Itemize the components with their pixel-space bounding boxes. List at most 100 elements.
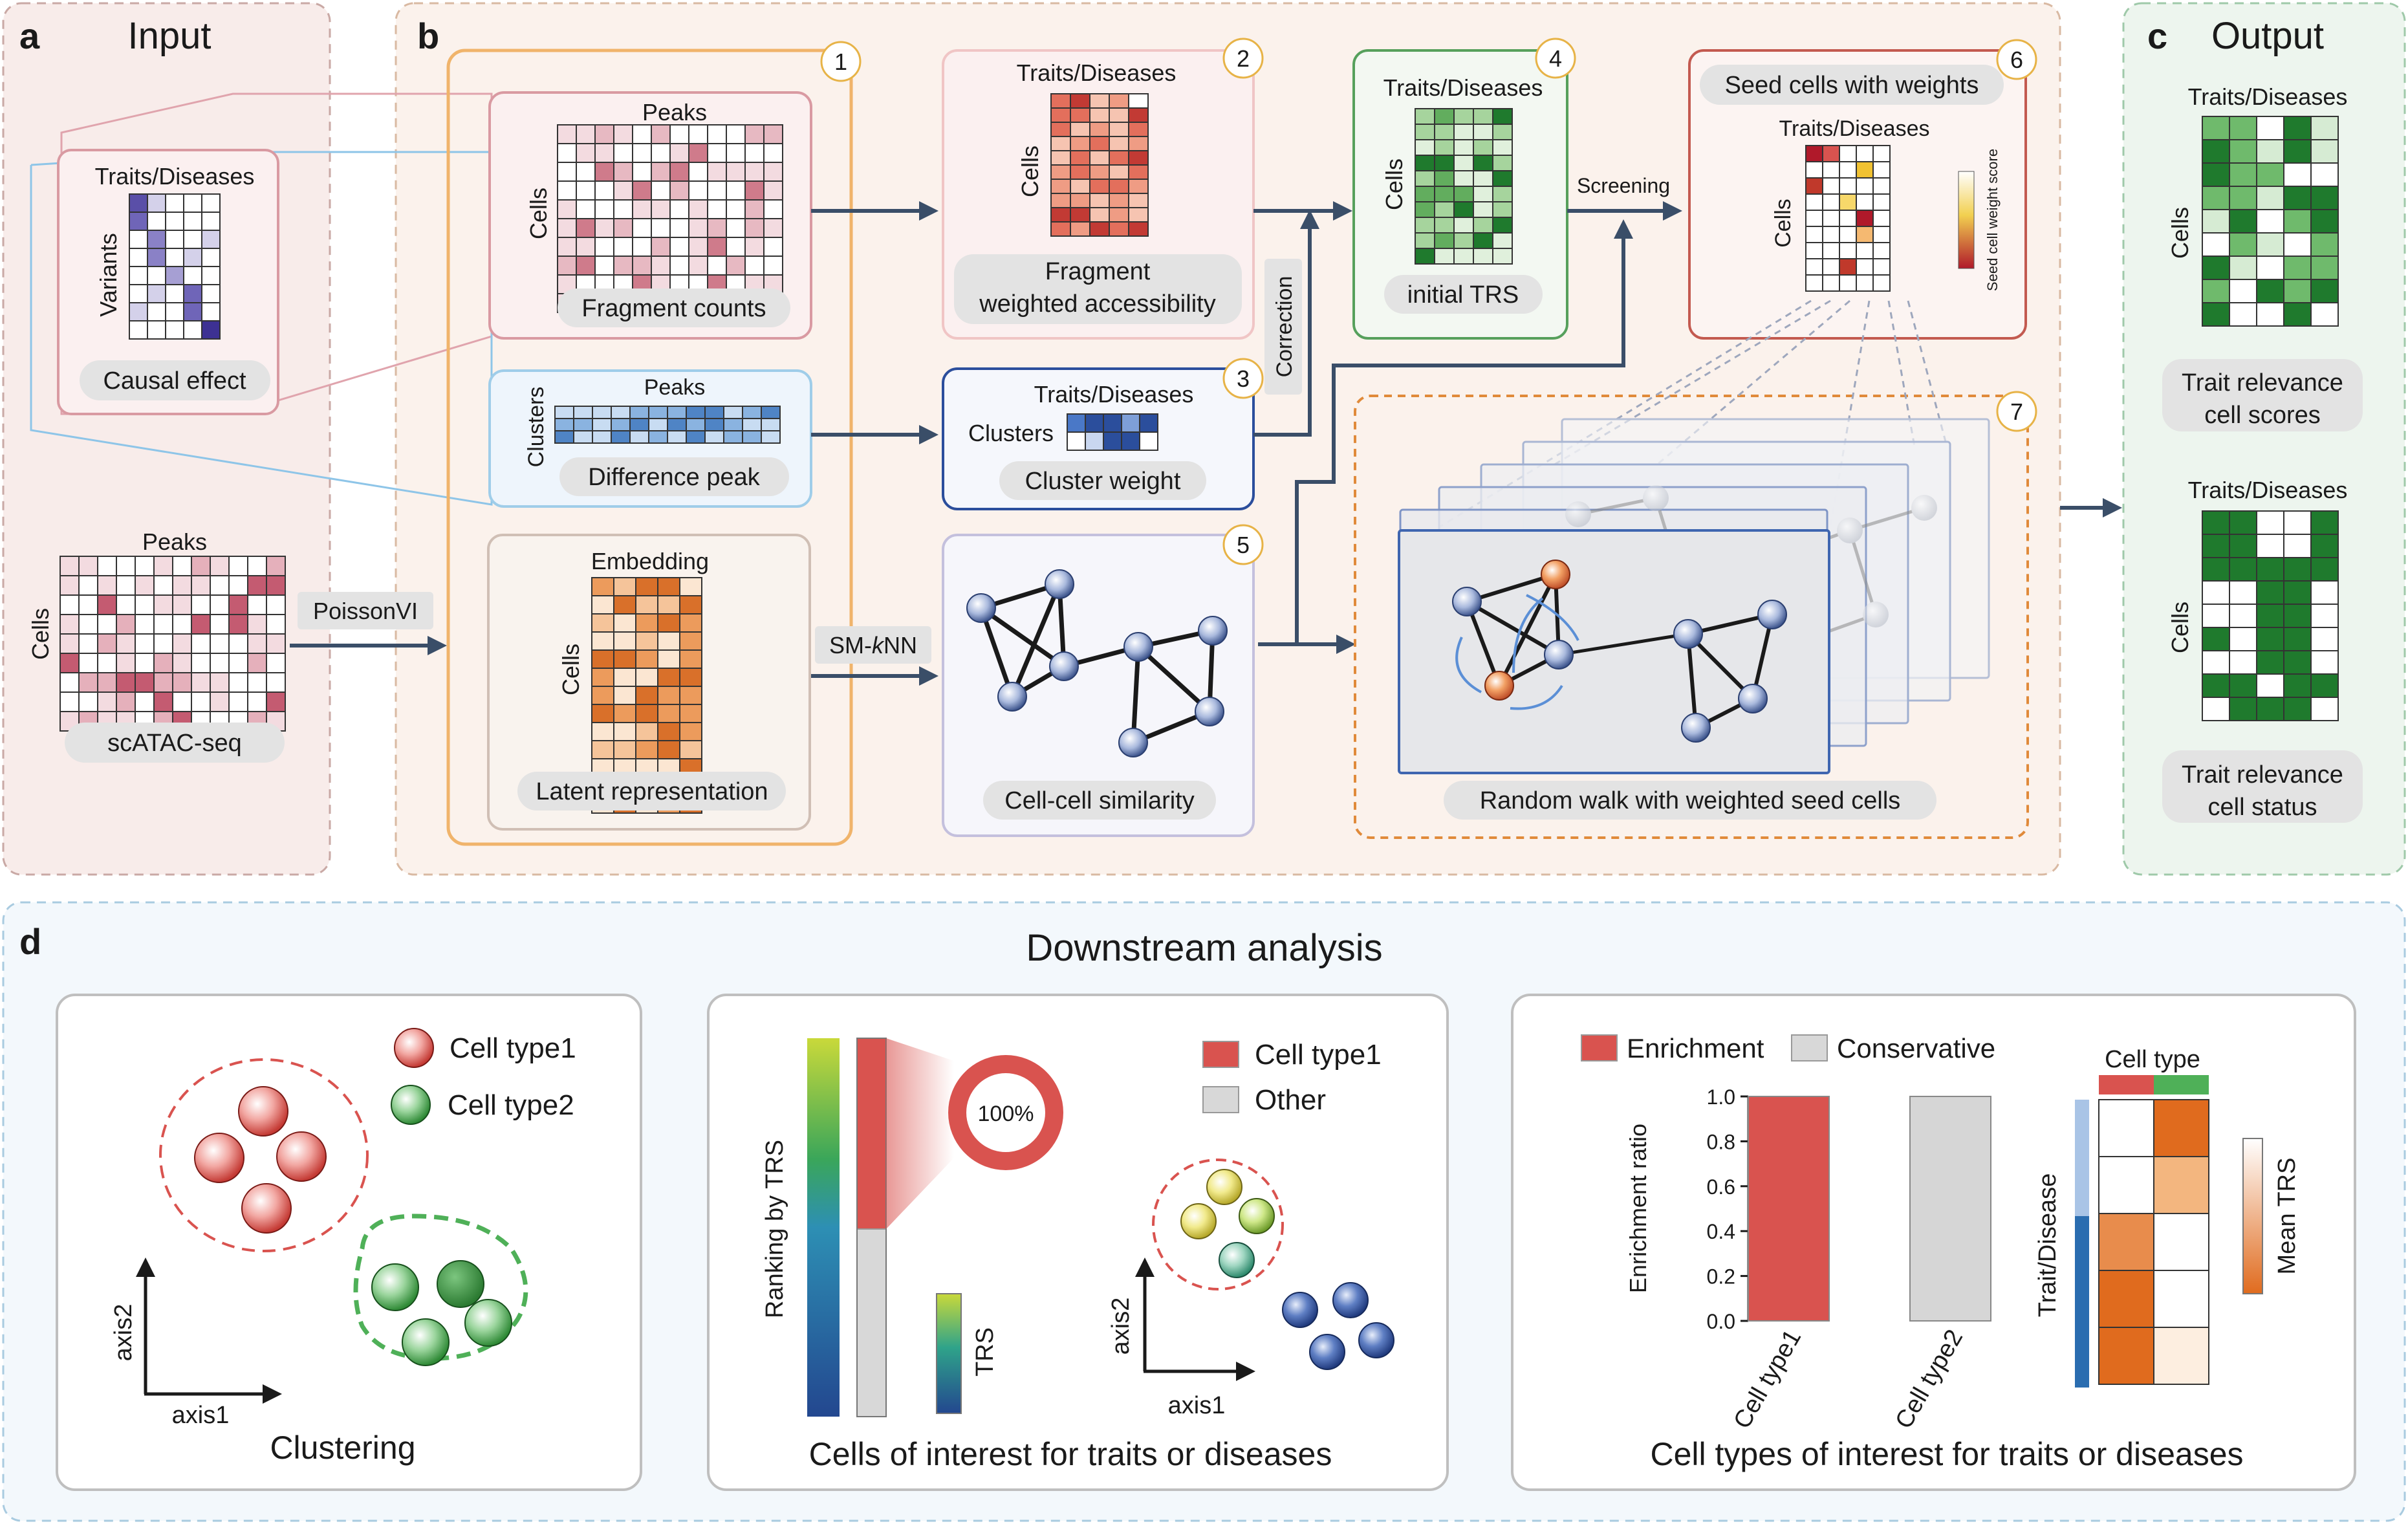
heatmap-cell: [135, 556, 155, 576]
heatmap-cell: [78, 594, 98, 615]
heatmap-cell: [1492, 201, 1513, 218]
heatmap-cell: [2256, 510, 2284, 535]
heatmap-cell: [679, 686, 702, 705]
heatmap-cell: [2283, 256, 2312, 280]
graph-edge: [979, 606, 1066, 668]
heatmap-cell: [1473, 232, 1493, 249]
heatmap-cell: [573, 406, 593, 419]
heatmap-left-label: Trait/Disease: [2034, 1173, 2061, 1317]
legend-enrichment-label: Enrichment: [1627, 1033, 1764, 1063]
meantrs-colorbar: [2242, 1138, 2263, 1294]
heatmap-cell: [667, 406, 687, 419]
heatmap-cell: [613, 218, 633, 238]
heatmap-cell: [1805, 161, 1823, 179]
heatmap-cell: [1050, 122, 1071, 137]
heatmap-cell: [657, 649, 680, 669]
heatmap-cell: [591, 722, 614, 741]
diffpeak-caption: Difference peak: [588, 464, 760, 491]
heatmap-cell: [742, 430, 762, 444]
heatmap-cell: [2256, 209, 2284, 234]
heatmap-cell: [210, 672, 230, 693]
cluster-cell-red: [238, 1086, 288, 1137]
output-scores-caption-1: Trait relevance: [2182, 369, 2343, 397]
heatmap-cell: [2256, 627, 2284, 651]
heatmap-cell: [2283, 604, 2312, 628]
clustering-axis-x-label: axis1: [172, 1402, 230, 1429]
heatmap-cell: [2283, 139, 2312, 164]
step6-row-label: Cells: [1771, 199, 1795, 248]
heatmap-cell: [707, 162, 727, 182]
heatmap-cell: [2229, 116, 2257, 140]
heatmap-cell: [613, 668, 636, 687]
heatmap-cell: [679, 631, 702, 651]
heatmap-cell: [228, 672, 248, 693]
heatmap-cell: [613, 722, 636, 741]
heatmap-cell: [591, 704, 614, 723]
heatmap-cell: [2098, 1327, 2154, 1385]
heatmap-cell: [165, 320, 184, 340]
heatmap-cell: [116, 594, 136, 615]
heatmap-cell: [557, 162, 577, 182]
heatmap-cell: [726, 143, 746, 163]
heatmap-cell: [1839, 226, 1857, 243]
heatmap-cell: [2202, 604, 2230, 628]
heatmap-cell: [1839, 145, 1857, 162]
heatmap-cell: [1856, 258, 1874, 276]
heatmap-cell: [1415, 124, 1435, 140]
heatmap-cell: [78, 672, 98, 693]
output-scores-row-label: Cells: [2167, 207, 2193, 259]
step7-box: [1354, 395, 2029, 839]
heatmap-cell: [153, 614, 173, 635]
front-edge: [1466, 600, 1560, 657]
heatmap-cell: [2229, 302, 2257, 327]
heatmap-cell: [657, 704, 680, 723]
front-edge: [1465, 600, 1501, 687]
heatmap-cell: [657, 613, 680, 633]
heatmap-cell: [629, 430, 649, 444]
heatmap-cell: [210, 633, 230, 654]
heatmap-cell: [761, 418, 781, 431]
heatmap-cell: [172, 614, 192, 635]
heatmap-cell: [1872, 193, 1891, 211]
front-edge: [1686, 632, 1755, 701]
heatmap-cell: [2229, 232, 2257, 257]
heatmap-cell: [669, 124, 689, 144]
heatmap-cell: [669, 143, 689, 163]
step1-num: 1: [834, 49, 847, 75]
heatmap-cell: [266, 691, 286, 712]
bar-enrichment: [1748, 1096, 1830, 1322]
heatmap-cell: [147, 284, 166, 303]
heatmap-cell: [632, 180, 652, 201]
heatmap-cell: [2256, 256, 2284, 280]
front-node: [1544, 640, 1574, 669]
heatmap-cell: [129, 266, 148, 285]
heatmap-cell: [2256, 604, 2284, 628]
heatmap-cell: [2310, 604, 2339, 628]
heatmap-cell: [576, 218, 596, 238]
heatmap-cell: [688, 237, 708, 257]
heatmap-cell: [1453, 186, 1474, 202]
heatmap-cell: [657, 722, 680, 741]
heatmap-cell: [1089, 164, 1110, 180]
clustering-axis-y-label: axis2: [110, 1304, 137, 1362]
heatmap-cell: [1822, 161, 1840, 179]
heatmap-cell: [1434, 217, 1455, 234]
heatmap-cell: [2256, 650, 2284, 675]
heatmap-cell: [1070, 164, 1090, 180]
heatmap-cell: [573, 430, 593, 444]
heatmap-cell: [247, 691, 267, 712]
heatmap-cell: [1805, 145, 1823, 162]
heatmap-cell: [1839, 242, 1857, 259]
heatmap-cell: [679, 649, 702, 669]
heatmap-cell: [632, 162, 652, 182]
heatmap-cell: [60, 594, 80, 615]
heatmap-cell: [2310, 139, 2339, 164]
heatmap-cell: [679, 668, 702, 687]
step4-caption: initial TRS: [1407, 281, 1519, 309]
walk-arc: [1510, 684, 1563, 710]
heatmap-cell: [1109, 207, 1129, 223]
heatmap-cell: [1805, 242, 1823, 259]
heatmap-cell: [191, 594, 211, 615]
heatmap-cell: [172, 691, 192, 712]
heatmap-cell: [744, 143, 765, 163]
